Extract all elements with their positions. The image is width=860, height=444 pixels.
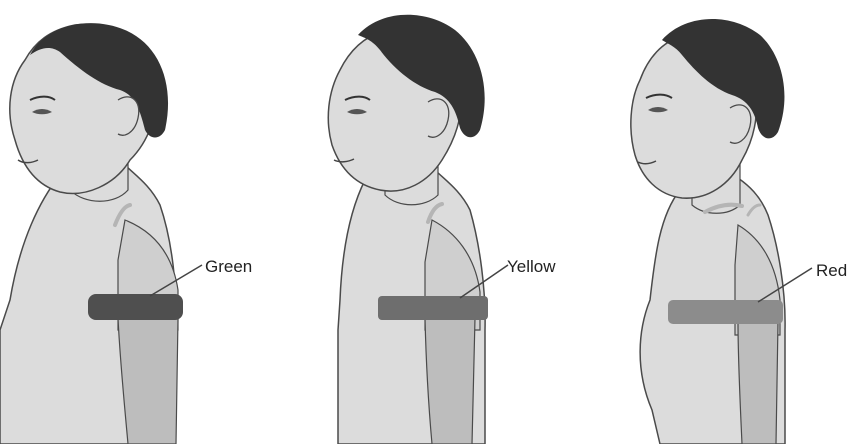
band-label-red: Red <box>816 261 847 280</box>
child-figure-1: Green <box>0 23 252 444</box>
muac-band <box>88 294 183 320</box>
band-label-yellow: Yellow <box>507 257 556 276</box>
band-label-green: Green <box>205 257 252 276</box>
muac-band <box>378 296 488 320</box>
muac-band <box>668 300 783 324</box>
child-forearm <box>425 318 475 444</box>
child-forearm <box>738 322 778 444</box>
child-figure-2: Yellow <box>328 15 556 444</box>
child-figure-3: Red <box>631 19 847 444</box>
child-forearm <box>118 318 178 444</box>
